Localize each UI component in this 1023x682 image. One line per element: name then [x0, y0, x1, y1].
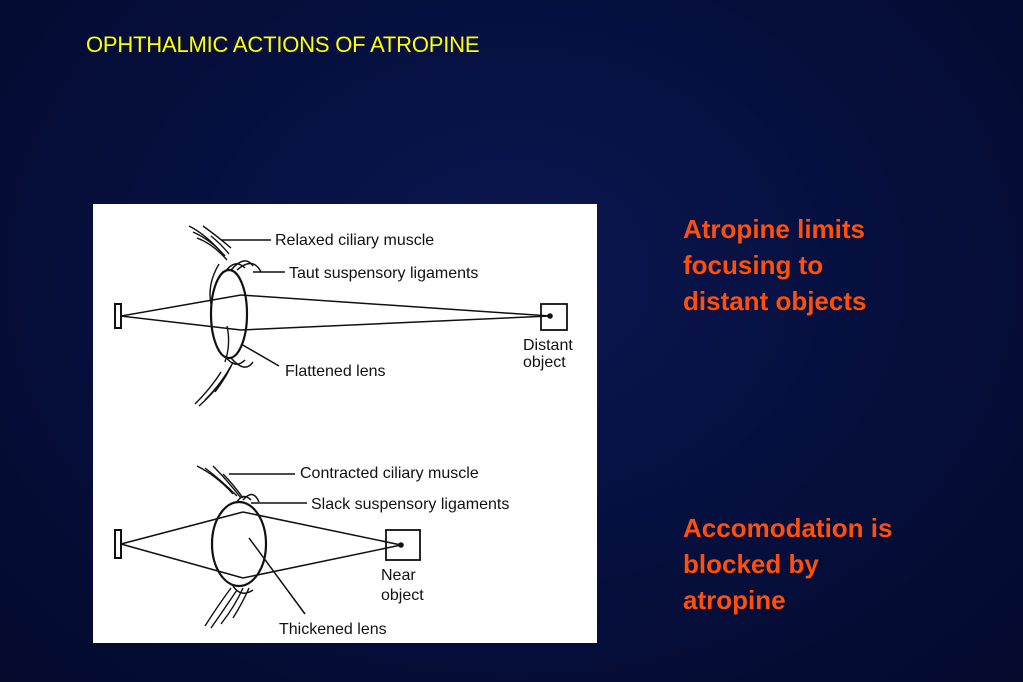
bottom-object-point	[398, 542, 404, 548]
bottom-object-label-line2: object	[381, 587, 424, 604]
callout-1-line-3: distant objects	[683, 286, 867, 316]
bottom-thickened-lens	[210, 500, 268, 588]
callout-2-line-2: blocked by	[683, 549, 819, 579]
top-distant-object-box	[540, 303, 568, 331]
bottom-ciliary-muscle	[196, 465, 250, 629]
eye-accommodation-diagram: Relaxed ciliary muscle Taut suspensory l…	[93, 204, 597, 643]
bottom-diagram: Contracted ciliary muscle Slack suspenso…	[114, 465, 509, 638]
callout-2-line-1: Accomodation is	[683, 513, 893, 543]
bottom-ciliary-label: Contracted ciliary muscle	[300, 465, 479, 482]
bottom-light-rays	[120, 511, 402, 579]
callout-distant-focus: Atropine limits focusing to distant obje…	[683, 211, 983, 319]
top-object-point	[547, 313, 553, 319]
callout-1-line-1: Atropine limits	[683, 214, 866, 244]
top-suspensory-ligaments	[224, 260, 262, 368]
top-leader-lines	[221, 239, 285, 367]
bottom-leader-lines	[229, 473, 307, 615]
callout-1-line-2: focusing to	[683, 250, 824, 280]
callout-2-line-3: atropine	[683, 585, 786, 615]
top-ciliary-muscle	[188, 225, 234, 407]
bottom-retina-marker	[114, 529, 122, 559]
bottom-near-object-box	[385, 529, 421, 561]
slide-title: OPHTHALMIC ACTIONS OF ATROPINE	[86, 32, 480, 57]
callout-accommodation-blocked: Accomodation is blocked by atropine	[683, 510, 983, 618]
top-ciliary-label: Relaxed ciliary muscle	[275, 232, 434, 249]
bottom-suspensory-ligaments	[232, 493, 260, 594]
bottom-object-label-line1: Near	[381, 567, 416, 584]
top-object-label-line1: Distant	[523, 337, 573, 354]
top-retina-marker	[114, 303, 122, 329]
eye-diagram-svg: Relaxed ciliary muscle Taut suspensory l…	[114, 225, 573, 638]
bottom-ligaments-label: Slack suspensory ligaments	[311, 496, 509, 513]
top-lens-label: Flattened lens	[285, 363, 386, 380]
top-light-rays	[120, 294, 551, 331]
top-diagram: Relaxed ciliary muscle Taut suspensory l…	[114, 225, 573, 407]
top-ligaments-label: Taut suspensory ligaments	[289, 265, 478, 282]
top-flattened-lens	[209, 268, 249, 360]
bottom-lens-label: Thickened lens	[279, 621, 387, 638]
top-object-label-line2: object	[523, 354, 566, 371]
